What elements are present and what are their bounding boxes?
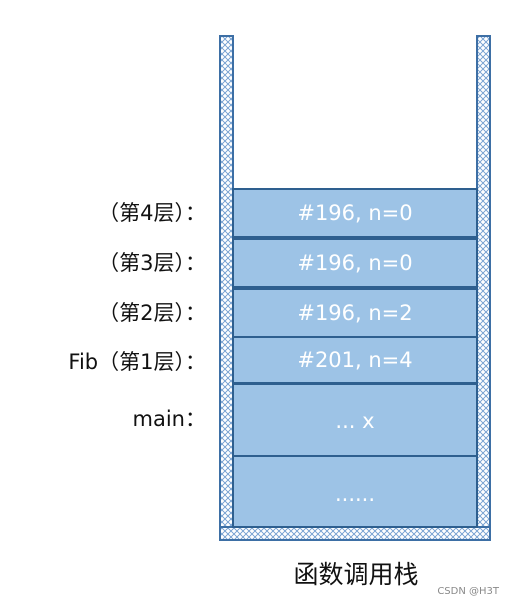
frame-label-layer-1: Fib（第1层）： xyxy=(68,350,206,374)
stack-frames xyxy=(232,188,478,528)
stack-bottom-wall xyxy=(219,526,491,541)
frame-content-layer-3: #196, n=0 xyxy=(297,251,413,275)
frame-content-layer-4: #196, n=0 xyxy=(297,201,413,225)
frame-content-layer-1: #201, n=4 xyxy=(297,348,413,372)
stack-frame-bottom xyxy=(232,455,478,528)
frame-content-bottom: ...... xyxy=(334,482,376,506)
frame-label-layer-4: （第4层）： xyxy=(98,201,206,225)
frame-content-layer-2: #196, n=2 xyxy=(297,301,413,325)
stack-frame-layer-3 xyxy=(232,238,478,288)
diagram-caption: 函数调用栈 xyxy=(293,560,419,589)
frame-label-main: main： xyxy=(132,407,206,431)
frame-content-main: ... x xyxy=(335,409,375,433)
stack-left-wall xyxy=(219,35,234,541)
watermark: CSDN @H3T xyxy=(437,586,499,597)
frame-label-layer-3: （第3层）： xyxy=(98,251,206,275)
stack-right-wall xyxy=(476,35,491,541)
frame-label-layer-2: （第2层）： xyxy=(98,301,206,325)
stack-frame-layer-4 xyxy=(232,188,478,238)
stack-frame-layer-1 xyxy=(232,336,478,384)
